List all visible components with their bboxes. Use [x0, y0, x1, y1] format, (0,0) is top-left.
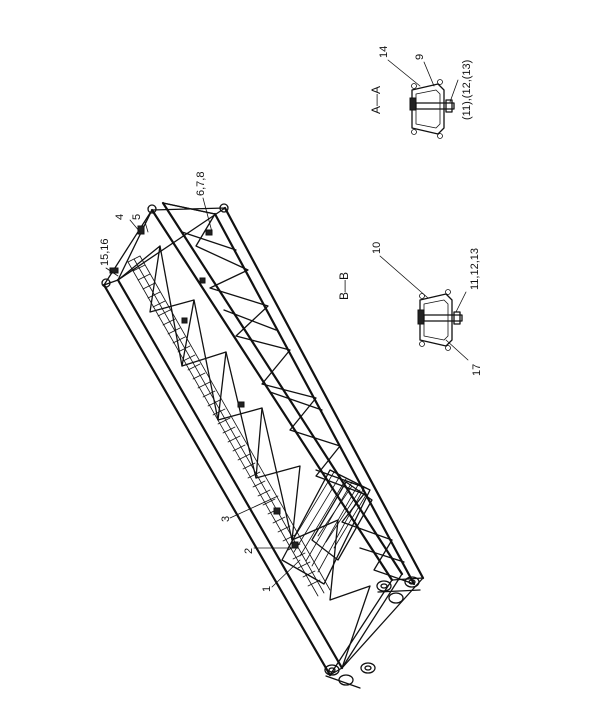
label-1: 1 [261, 586, 273, 592]
chord-center [150, 208, 394, 582]
leader-678 [202, 197, 213, 233]
label-5: 5 [131, 214, 143, 220]
label-6-7-8: 6,7,8 [195, 172, 207, 196]
section-a-a-title: A—A [369, 86, 383, 114]
leader-5 [144, 221, 149, 233]
leader-14 [387, 59, 421, 87]
leader-17 [445, 339, 469, 361]
leader-11-12-13 [455, 291, 467, 313]
section-b-b: B—B 10 11,12,13 17 [337, 242, 483, 376]
top-frame-diag [117, 209, 153, 281]
leader-10 [379, 255, 429, 299]
a-nut [445, 99, 453, 113]
label-4: 4 [114, 214, 126, 220]
label-11-12-13: 11,12,13 [469, 248, 481, 290]
label-17: 17 [471, 364, 483, 376]
b-nut [453, 311, 461, 325]
walkway-mesh [127, 255, 331, 597]
label-3: 3 [220, 516, 232, 522]
b-plate [417, 309, 425, 325]
label-9: 9 [414, 54, 426, 60]
platform-grating [281, 469, 373, 585]
leader-15-16 [105, 267, 119, 277]
leader-1 [271, 559, 301, 588]
chord-right [223, 206, 425, 580]
a-bolt [415, 102, 455, 110]
top-end-frame [103, 207, 226, 286]
right-panel-lacing [162, 202, 415, 585]
bottom-frame-diag [341, 573, 403, 669]
leader-4 [129, 219, 141, 233]
label-2: 2 [243, 548, 255, 554]
truss-section [101, 201, 425, 689]
callouts-main: 1 2 3 6,7,8 4 5 15,16 [99, 172, 301, 592]
section-a-a: A—A 14 9 (11),(12,(13) [369, 46, 473, 139]
chord-left-inner [116, 278, 344, 670]
label-14: 14 [378, 46, 390, 58]
label-10: 10 [371, 242, 383, 254]
chord-center-inner [161, 201, 404, 576]
chord-left-outer [102, 283, 332, 677]
chord-brackets [181, 229, 299, 549]
bottom-end-frame [329, 577, 424, 676]
b-bolt [423, 314, 463, 322]
leader-3 [229, 495, 279, 519]
leader-9 [423, 61, 435, 87]
a-plate [409, 97, 417, 111]
section-b-b-title: B—B [337, 272, 351, 300]
leader-11-12-13-paren [449, 79, 459, 103]
label-11-12-13-paren: (11),(12,(13) [461, 60, 473, 120]
bottom-end-fittings [324, 576, 421, 689]
label-15-16: 15,16 [99, 238, 111, 266]
